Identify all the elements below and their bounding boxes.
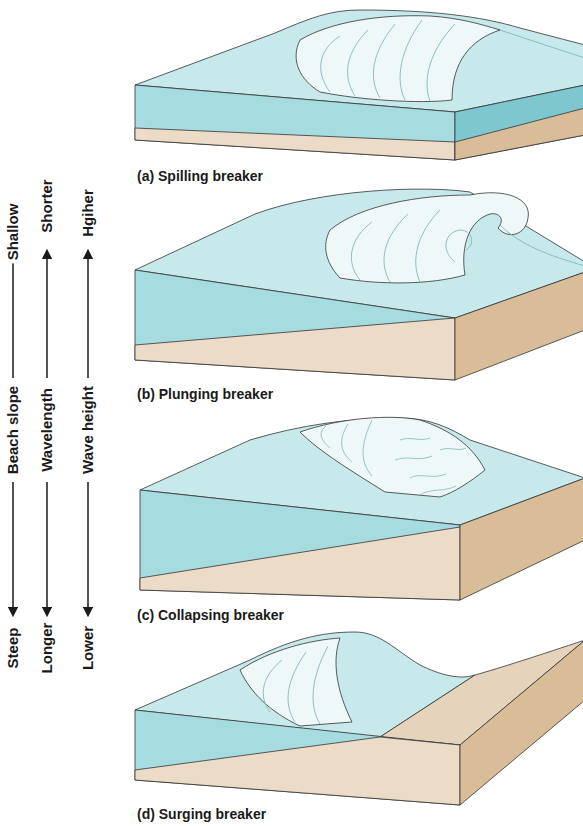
scale-end-label: Steep	[5, 625, 21, 672]
axis-label: Wavelength	[39, 385, 55, 475]
figure-caption: (c) Collapsing breaker	[137, 607, 284, 623]
figure-caption: (a) Spilling breaker	[137, 168, 263, 184]
scale-end-label: Lower	[80, 623, 96, 673]
plunging-block	[135, 189, 583, 380]
collapsing-block	[140, 417, 583, 600]
scale-end-label: Shallow	[5, 201, 21, 264]
surging-block	[135, 632, 583, 805]
scale-end-label: Hgiher	[80, 186, 96, 240]
axis-label: Beach slope	[5, 383, 21, 477]
figure-caption: (d) Surging breaker	[137, 806, 266, 822]
scale-end-label: Longer	[39, 620, 55, 677]
scale-arrows	[13, 254, 88, 612]
figure-caption: (b) Plunging breaker	[137, 386, 273, 402]
axis-label: Wave height	[80, 383, 96, 477]
spilling-block	[135, 10, 583, 160]
scale-end-label: Shorter	[39, 176, 55, 235]
